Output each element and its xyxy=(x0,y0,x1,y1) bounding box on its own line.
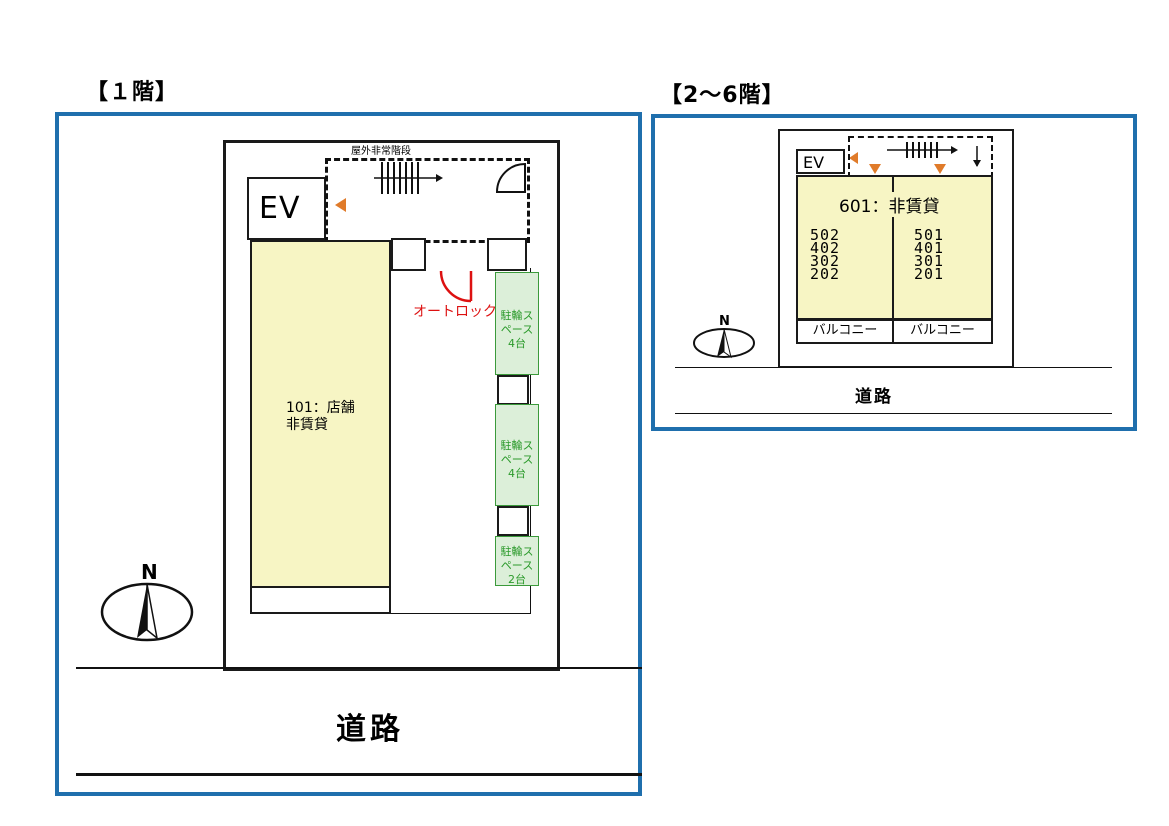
stair-label: 屋外非常階段 xyxy=(351,146,411,157)
road-label: 道路 xyxy=(336,712,404,747)
autolock-label: オートロック xyxy=(413,304,497,320)
upper-elevator: EV xyxy=(796,149,845,174)
bike-space-2: 駐輪スペース 4台 xyxy=(495,404,539,506)
unit-101-label: 101：店舗 xyxy=(286,400,355,416)
compass-icon xyxy=(100,582,194,642)
bike-space-3-label: 駐輪スペース xyxy=(500,545,534,572)
unit-101-status: 非賃貸 xyxy=(286,417,328,433)
unit-601-label: 601：非賃貸 xyxy=(839,192,940,217)
autolock-door-icon xyxy=(439,270,473,303)
upper-road-edge-bottom xyxy=(675,413,1112,414)
unit-number-402: 402 xyxy=(810,239,841,257)
bike-space-1-label: 駐輪スペース xyxy=(500,309,534,336)
unit-number-401: 401 xyxy=(914,239,945,257)
unit-number-201: 201 xyxy=(914,265,945,283)
upper-road-edge-top xyxy=(675,367,1112,368)
pillar xyxy=(497,506,529,536)
upper-stair-icon xyxy=(887,142,981,167)
entry-arrow-icon xyxy=(869,164,881,174)
upper-road-label: 道路 xyxy=(855,387,893,407)
balcony-right: バルコニー xyxy=(892,319,993,344)
balcony-left: バルコニー xyxy=(796,319,894,344)
pillar xyxy=(487,238,527,271)
bike-space-3: 駐輪スペース 2台 xyxy=(495,536,539,586)
entry-arrow-icon xyxy=(934,164,946,174)
unit-number-202: 202 xyxy=(810,265,841,283)
bike-space-2-label: 駐輪スペース xyxy=(500,439,534,466)
floor2to6-heading: 【2～6階】 xyxy=(660,83,785,108)
unit-number-302: 302 xyxy=(810,252,841,270)
bike-space-2-count: 4台 xyxy=(508,467,526,480)
upper-north-label: N xyxy=(719,314,730,329)
floor1-heading: 【１階】 xyxy=(86,80,179,105)
ev-label: EV xyxy=(259,191,301,226)
pillar xyxy=(391,238,426,271)
unit-101: 101：店舗 非賃貸 xyxy=(250,240,391,588)
direction-arrow-icon xyxy=(335,198,346,212)
bike-space-3-count: 2台 xyxy=(508,573,526,586)
pillar xyxy=(497,375,529,405)
road-edge-bottom xyxy=(76,773,642,776)
road-edge-top xyxy=(76,667,642,669)
door-icon xyxy=(495,162,526,193)
unit-number-301: 301 xyxy=(914,252,945,270)
north-label: N xyxy=(141,560,158,584)
bike-space-1: 駐輪スペース 4台 xyxy=(495,272,539,375)
unit-number-501: 501 xyxy=(914,226,945,244)
stair-icon xyxy=(374,162,443,194)
bike-space-1-count: 4台 xyxy=(508,337,526,350)
direction-arrow-icon xyxy=(849,152,858,164)
floor1-panel: EV 屋外非常階段 オートロック 101：店舗 非賃貸 駐輪スペース 4台 xyxy=(55,112,642,796)
upper-ev-label: EV xyxy=(803,153,825,172)
unit-101-front xyxy=(250,586,391,614)
floor2to6-panel: EV 502 402 302 202 501 401 301 201 601：非… xyxy=(651,114,1137,431)
unit-number-502: 502 xyxy=(810,226,841,244)
upper-compass-icon xyxy=(693,328,755,359)
elevator: EV xyxy=(247,177,326,240)
outdoor-stair-area xyxy=(325,158,530,243)
